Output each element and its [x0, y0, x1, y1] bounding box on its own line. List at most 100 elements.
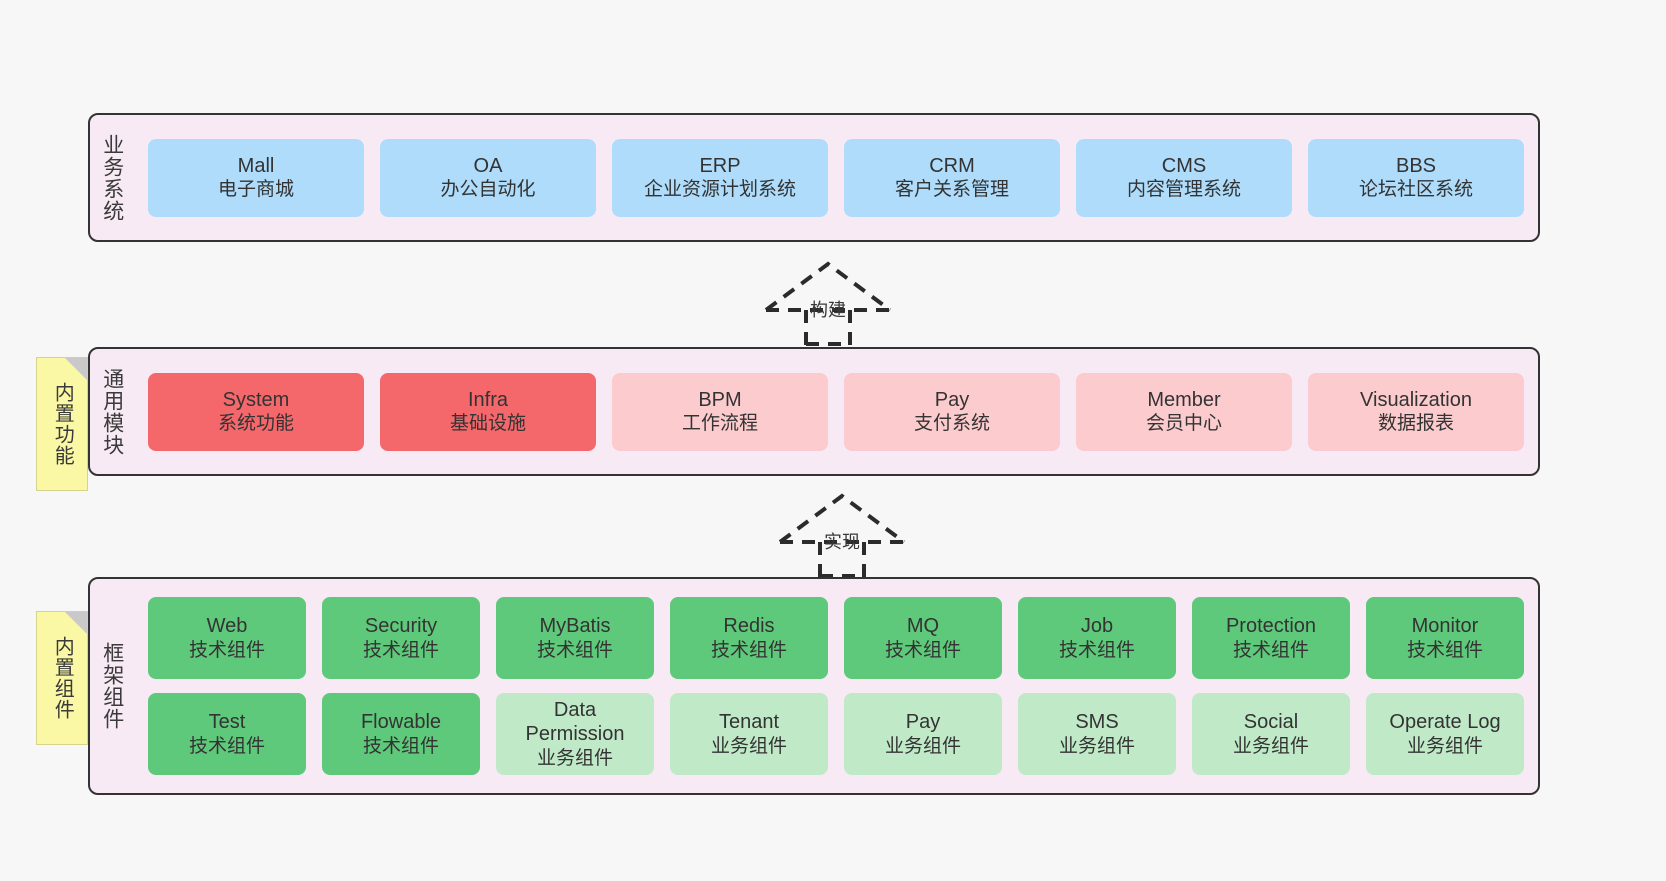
card-title: Mall — [237, 154, 275, 177]
card-title: Job — [1080, 615, 1114, 638]
card-subtitle: 数据报表 — [1377, 413, 1454, 435]
card-test[interactable]: Test 技术组件 — [148, 693, 306, 775]
card-bbs[interactable]: BBS 论坛社区系统 — [1308, 138, 1524, 217]
card-pay[interactable]: Pay 支付系统 — [844, 372, 1060, 451]
card-subtitle: 业务组件 — [710, 735, 787, 757]
card-tenant[interactable]: Tenant 业务组件 — [670, 693, 828, 775]
card-title: Pay — [934, 388, 970, 411]
note-builtin-features: 内置功能 — [36, 357, 88, 491]
card-bpm[interactable]: BPM 工作流程 — [612, 372, 828, 451]
card-title: ERP — [699, 154, 741, 177]
layer-title-common-modules: 通用模块 — [100, 367, 124, 456]
card-title: Redis — [723, 615, 775, 638]
note-label: 内置组件 — [51, 636, 74, 720]
connector-build-label: 构建 — [810, 300, 846, 320]
card-subtitle: 工作流程 — [681, 413, 758, 435]
card-system[interactable]: System 系统功能 — [148, 372, 364, 451]
card-subtitle: 业务组件 — [1232, 735, 1309, 757]
card-title: Data Permission — [525, 699, 625, 746]
card-crm[interactable]: CRM 客户关系管理 — [844, 138, 1060, 217]
card-subtitle: 业务组件 — [1406, 735, 1483, 757]
card-data-permission[interactable]: Data Permission 业务组件 — [496, 693, 654, 775]
card-subtitle: 系统功能 — [217, 413, 294, 435]
card-oa[interactable]: OA 办公自动化 — [380, 138, 596, 217]
card-title: CMS — [1161, 154, 1207, 177]
card-mybatis[interactable]: MyBatis 技术组件 — [496, 597, 654, 679]
card-row: Web 技术组件 Security 技术组件 MyBatis 技术组件 Redi… — [148, 597, 1524, 679]
card-subtitle: 支付系统 — [913, 413, 990, 435]
card-title: Monitor — [1411, 615, 1479, 638]
card-subtitle: 技术组件 — [536, 639, 613, 661]
card-subtitle: 内容管理系统 — [1126, 179, 1241, 201]
layer-business-systems: 业务系统 Mall 电子商城 OA 办公自动化 ERP 企业资源计划系统 CRM… — [88, 113, 1540, 242]
card-member[interactable]: Member 会员中心 — [1076, 372, 1292, 451]
card-title: MQ — [906, 615, 940, 638]
card-erp[interactable]: ERP 企业资源计划系统 — [612, 138, 828, 217]
card-mall[interactable]: Mall 电子商城 — [148, 138, 364, 217]
card-subtitle: 论坛社区系统 — [1358, 179, 1473, 201]
card-subtitle: 技术组件 — [362, 639, 439, 661]
card-operate-log[interactable]: Operate Log 业务组件 — [1366, 693, 1524, 775]
connector-build: 构建 — [758, 258, 898, 346]
card-row: Test 技术组件 Flowable 技术组件 Data Permission … — [148, 693, 1524, 775]
card-row: Mall 电子商城 OA 办公自动化 ERP 企业资源计划系统 CRM 客户关系… — [148, 138, 1524, 217]
card-title: Social — [1243, 711, 1299, 734]
connector-implement-label: 实现 — [824, 532, 860, 552]
layer-title-framework-components: 框架组件 — [100, 642, 124, 730]
card-title: Operate Log — [1389, 711, 1501, 734]
card-job[interactable]: Job 技术组件 — [1018, 597, 1176, 679]
card-subtitle: 技术组件 — [1232, 639, 1309, 661]
card-social[interactable]: Social 业务组件 — [1192, 693, 1350, 775]
card-subtitle: 会员中心 — [1145, 413, 1222, 435]
card-sms[interactable]: SMS 业务组件 — [1018, 693, 1176, 775]
layer-framework-components: 框架组件 Web 技术组件 Security 技术组件 MyBatis 技术组件… — [88, 577, 1540, 795]
card-title: Protection — [1225, 615, 1317, 638]
card-title: SMS — [1075, 711, 1119, 734]
card-subtitle: 技术组件 — [188, 735, 265, 757]
card-web[interactable]: Web 技术组件 — [148, 597, 306, 679]
card-subtitle: 技术组件 — [710, 639, 787, 661]
card-subtitle: 办公自动化 — [440, 179, 536, 201]
connector-build-arrow — [764, 261, 892, 346]
card-security[interactable]: Security 技术组件 — [322, 597, 480, 679]
card-infra[interactable]: Infra 基础设施 — [380, 372, 596, 451]
card-mq[interactable]: MQ 技术组件 — [844, 597, 1002, 679]
card-subtitle: 电子商城 — [217, 179, 294, 201]
card-title: CRM — [929, 154, 975, 177]
card-title: System — [222, 388, 290, 411]
card-monitor[interactable]: Monitor 技术组件 — [1366, 597, 1524, 679]
card-title: Flowable — [360, 711, 442, 734]
card-title: Infra — [467, 388, 509, 411]
card-subtitle: 基础设施 — [449, 413, 526, 435]
card-subtitle: 业务组件 — [536, 747, 613, 769]
card-subtitle: 技术组件 — [1058, 639, 1135, 661]
layer-common-modules: 通用模块 System 系统功能 Infra 基础设施 BPM 工作流程 Pay… — [88, 347, 1540, 476]
card-subtitle: 企业资源计划系统 — [643, 179, 796, 201]
layer-title-business-systems: 业务系统 — [100, 133, 124, 222]
card-title: Test — [208, 711, 246, 734]
note-label: 内置功能 — [51, 382, 74, 466]
card-redis[interactable]: Redis 技术组件 — [670, 597, 828, 679]
card-title: Visualization — [1360, 388, 1472, 411]
layer-body-common-modules: System 系统功能 Infra 基础设施 BPM 工作流程 Pay 支付系统… — [134, 349, 1538, 474]
card-title: Pay — [905, 711, 941, 734]
card-row: System 系统功能 Infra 基础设施 BPM 工作流程 Pay 支付系统… — [148, 372, 1524, 451]
card-flowable[interactable]: Flowable 技术组件 — [322, 693, 480, 775]
card-subtitle: 业务组件 — [884, 735, 961, 757]
card-title: OA — [473, 154, 503, 177]
card-title: Security — [364, 615, 438, 638]
card-subtitle: 客户关系管理 — [894, 179, 1009, 201]
connector-implement-arrow — [778, 493, 906, 578]
card-pay-business[interactable]: Pay 业务组件 — [844, 693, 1002, 775]
card-title: BPM — [698, 388, 742, 411]
card-subtitle: 技术组件 — [362, 735, 439, 757]
card-protection[interactable]: Protection 技术组件 — [1192, 597, 1350, 679]
card-cms[interactable]: CMS 内容管理系统 — [1076, 138, 1292, 217]
connector-implement: 实现 — [772, 490, 912, 578]
card-title: Web — [206, 615, 248, 638]
card-subtitle: 业务组件 — [1058, 735, 1135, 757]
card-visualization[interactable]: Visualization 数据报表 — [1308, 372, 1524, 451]
card-subtitle: 技术组件 — [188, 639, 265, 661]
card-title: Member — [1147, 388, 1221, 411]
